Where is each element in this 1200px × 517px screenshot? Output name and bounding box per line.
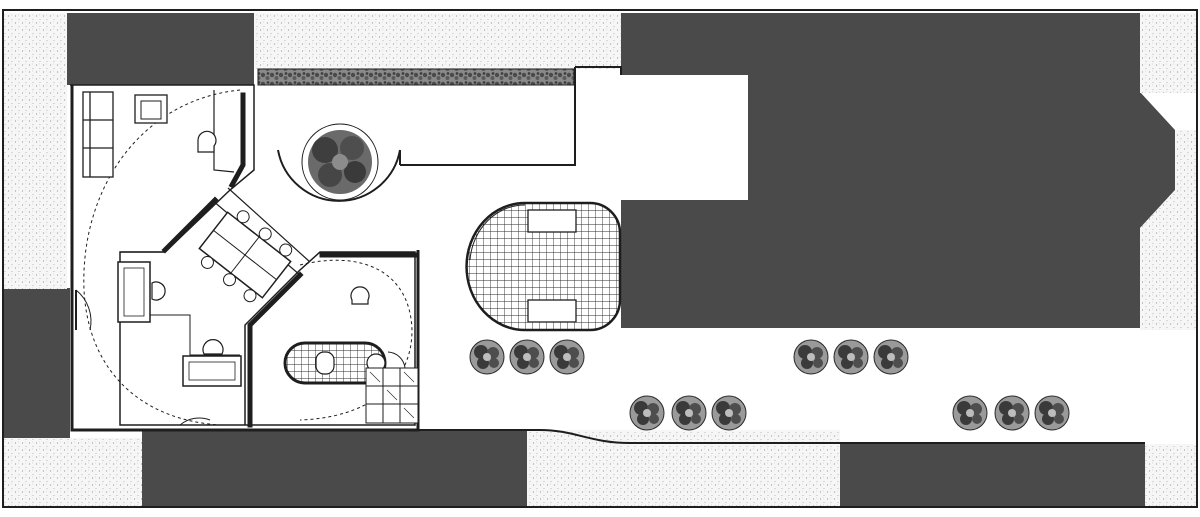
door-left — [75, 289, 92, 331]
tree — [711, 395, 747, 431]
building-right-block — [621, 13, 1175, 328]
courtyard-wall-top — [400, 66, 622, 166]
chair-top — [197, 130, 217, 153]
office-outer-walls — [70, 84, 416, 426]
tiled-pavilion — [465, 201, 622, 332]
office-exterior-wall — [70, 85, 420, 432]
sofa — [82, 91, 114, 178]
paving-top-right — [1140, 13, 1196, 93]
tree — [994, 395, 1030, 431]
pavilion-outline — [465, 201, 622, 332]
pavilion-bench-top — [527, 209, 577, 233]
planter-outline — [277, 149, 401, 202]
tree — [671, 395, 707, 431]
partition-left — [228, 92, 246, 189]
conference-chair — [223, 273, 237, 287]
partition-diagonal-b — [247, 271, 304, 428]
desk-left-chair — [151, 281, 166, 301]
conference-chair — [243, 289, 257, 303]
door-swings — [75, 289, 406, 426]
door-entrance — [387, 351, 406, 369]
conference-chair — [236, 210, 250, 224]
paving-top-left — [4, 13, 67, 289]
tree — [1034, 395, 1070, 431]
tree — [873, 339, 909, 375]
entrance-floor-grid — [365, 367, 419, 424]
tree — [469, 339, 505, 375]
hedge-row — [257, 68, 575, 86]
building-left — [4, 288, 70, 438]
conference-chair — [258, 227, 272, 241]
tree — [549, 339, 585, 375]
partition-diagonal-a — [161, 196, 219, 254]
office-building — [70, 84, 420, 432]
chair-right-room — [350, 286, 370, 305]
paving-top-center — [254, 13, 621, 69]
paving-right-edge — [1140, 130, 1196, 330]
partition-walls — [161, 92, 418, 428]
paving-bottom-right — [1145, 444, 1196, 506]
street-curb — [410, 429, 1145, 444]
desk-bottom-chair — [202, 339, 224, 355]
desk-bottom — [182, 339, 242, 387]
door-bottom — [179, 417, 211, 426]
conference-chair — [200, 255, 214, 269]
office-arc-right — [299, 259, 413, 421]
tree — [952, 395, 988, 431]
desk-left — [117, 261, 240, 356]
armchair — [134, 94, 168, 124]
street-trees — [469, 339, 1070, 431]
courtyard-walls — [277, 66, 622, 202]
tree — [509, 339, 545, 375]
service-core — [283, 341, 387, 385]
paving-bottom-center — [527, 430, 840, 506]
building-bottom-right — [840, 444, 1145, 506]
tree — [833, 339, 869, 375]
pavilion-bench-bottom — [527, 299, 577, 323]
conference-chair — [279, 243, 293, 257]
toilet — [315, 351, 335, 375]
building-top-left — [66, 13, 254, 85]
armchair-seat — [140, 100, 162, 120]
paving-bottom-left — [4, 438, 142, 506]
planter-tree — [301, 123, 379, 201]
tree — [793, 339, 829, 375]
tree — [629, 395, 665, 431]
neighbouring-buildings — [4, 13, 1175, 506]
conference-table — [198, 210, 293, 303]
building-bottom-left — [142, 430, 527, 506]
